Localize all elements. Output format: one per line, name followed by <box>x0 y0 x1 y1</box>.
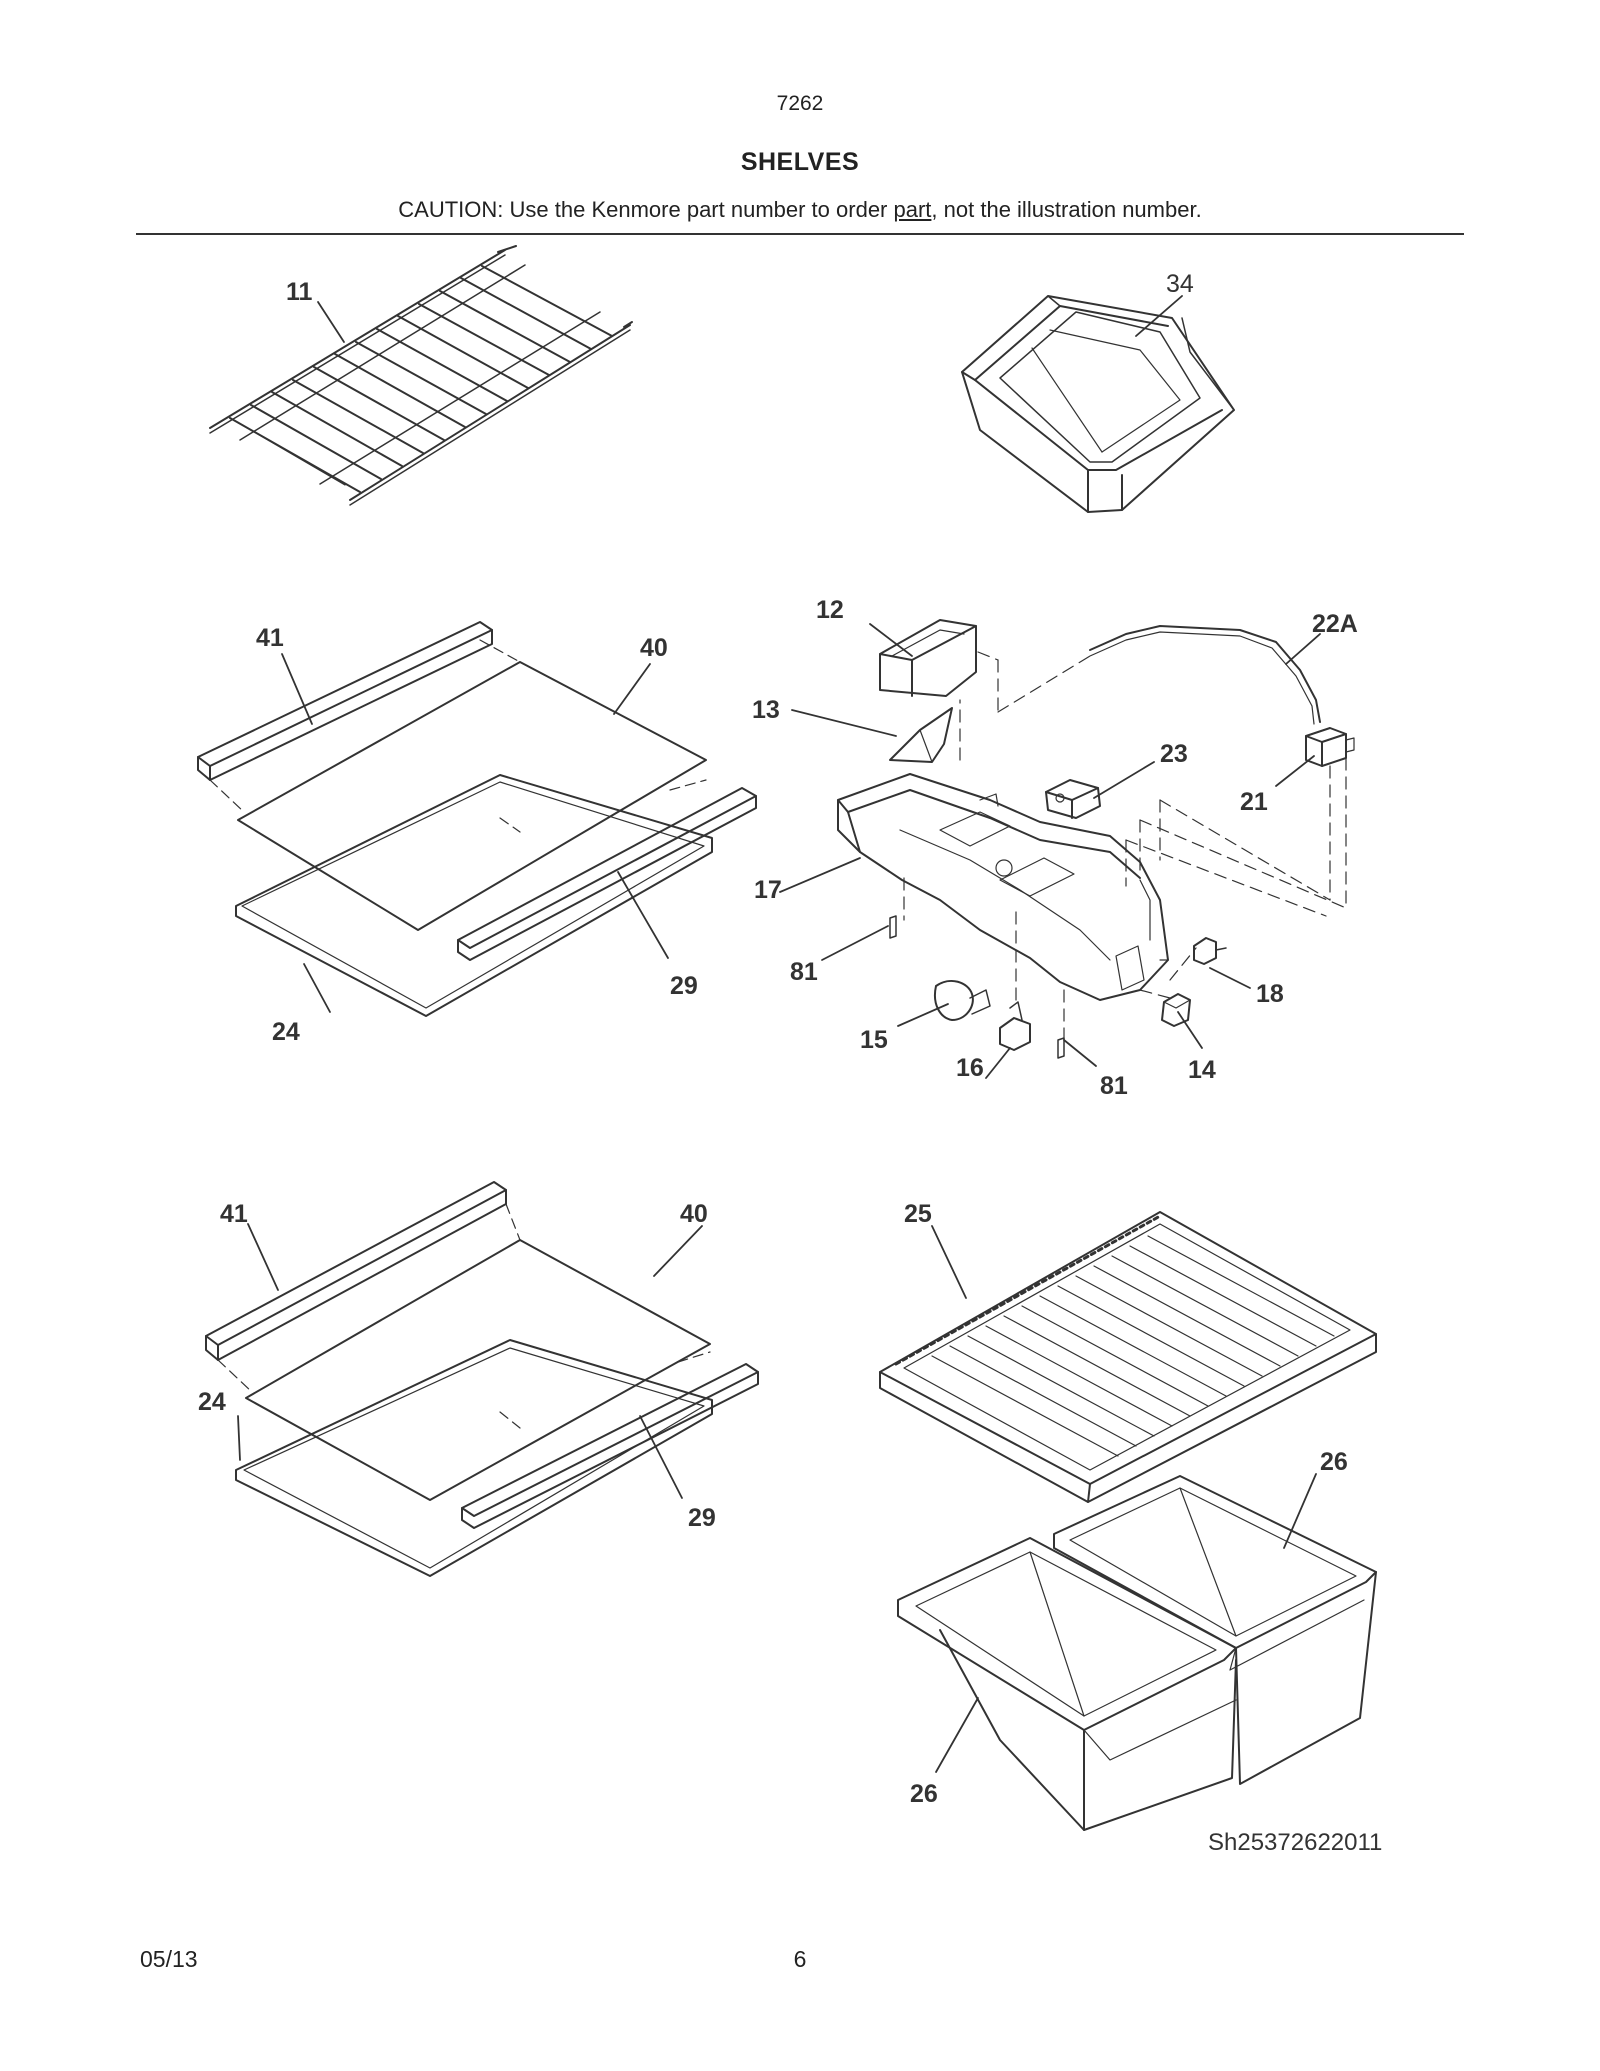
caution-note: CAUTION: Use the Kenmore part number to … <box>0 197 1600 223</box>
callout-socket: 16 <box>956 1054 984 1082</box>
callout-bulb: 15 <box>860 1026 888 1054</box>
footer-page-number: 6 <box>793 1946 807 1972</box>
callout-diffuser-cover: 12 <box>816 596 844 624</box>
callout-screw-right: 81 <box>1100 1072 1128 1100</box>
callout-screw-left: 81 <box>790 958 818 986</box>
callout-top-frame: 24 <box>272 1018 300 1046</box>
light-housing-assembly-part <box>837 619 1355 1059</box>
callout-knob: 18 <box>1256 980 1284 1008</box>
callout-crisper-left: 26 <box>910 1780 938 1808</box>
callout-connector: 21 <box>1240 788 1268 816</box>
callout-bottom-glass: 40 <box>680 1200 708 1228</box>
wire-shelf-part <box>209 245 633 506</box>
callout-bottom-rear-trim: 29 <box>688 1504 716 1532</box>
leader-lines <box>237 295 1321 1773</box>
callout-top-glass: 40 <box>640 634 668 662</box>
callout-wire-shelf: 11 <box>286 278 313 306</box>
callout-housing: 17 <box>754 876 782 904</box>
caution-text-end: , not the illustration number. <box>931 197 1202 222</box>
callout-crisper-cover: 25 <box>904 1200 932 1228</box>
callout-bin: 34 <box>1166 270 1194 298</box>
crisper-drawer-left-part <box>897 1537 1237 1831</box>
footer-date: 05/13 <box>140 1946 198 1972</box>
caution-text: CAUTION: Use the Kenmore part number to … <box>398 197 894 222</box>
callout-harness: 22A <box>1312 610 1358 638</box>
drawing-code: Sh25372622011 <box>1208 1829 1382 1856</box>
page-title: SHELVES <box>740 148 860 176</box>
callout-bottom-front-trim: 41 <box>220 1200 248 1228</box>
model-number: 7262 <box>776 92 824 115</box>
callout-bottom-frame: 24 <box>198 1388 226 1416</box>
callout-labels: 11 34 41 40 29 24 12 13 17 22A 23 21 81 … <box>198 270 1382 1856</box>
top-glass-shelf-part <box>197 621 757 1017</box>
callout-switch: 14 <box>1188 1056 1216 1084</box>
crisper-drawer-right-part <box>1053 1475 1377 1785</box>
callout-top-rear-trim: 29 <box>670 972 698 1000</box>
header-rule <box>136 233 1464 235</box>
callout-diffuser: 13 <box>752 696 780 724</box>
callout-control: 23 <box>1160 740 1188 768</box>
callout-crisper-right: 26 <box>1320 1448 1348 1476</box>
bin-part <box>961 295 1235 513</box>
crisper-cover-part <box>879 1211 1377 1503</box>
callout-top-front-trim: 41 <box>256 624 284 652</box>
bottom-glass-shelf-part <box>205 1181 759 1577</box>
caution-part-word: part <box>893 197 932 222</box>
